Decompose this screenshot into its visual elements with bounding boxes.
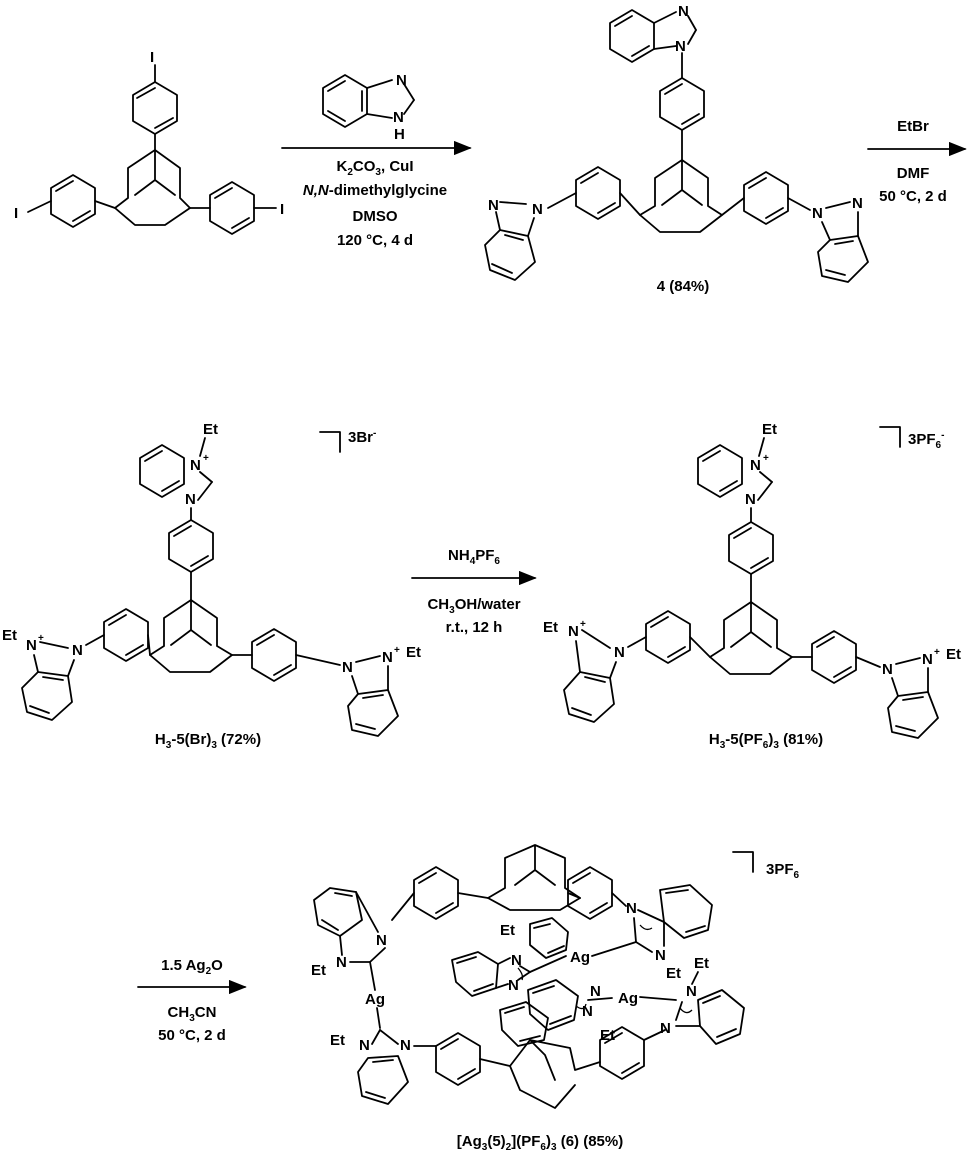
n-atom: N bbox=[626, 900, 637, 917]
n-atom: N bbox=[400, 1037, 411, 1054]
n-atom: N bbox=[745, 491, 756, 508]
n-atom: N bbox=[675, 38, 686, 55]
step1-reagent-line1: K2CO3, CuI bbox=[337, 158, 414, 178]
compound-h3-5-pf63-label: H3-5(PF6)3 (81%) bbox=[709, 731, 823, 751]
n-atom: N bbox=[336, 954, 347, 971]
h-atom: H bbox=[394, 126, 405, 143]
silver-atom-center-lower: Ag bbox=[618, 990, 638, 1007]
step1-reagent-line3: DMSO bbox=[353, 208, 398, 225]
step4-reagent-line2: 50 °C, 2 d bbox=[158, 1027, 226, 1044]
n-atom: N bbox=[508, 977, 519, 994]
plus-charge: + bbox=[763, 453, 769, 464]
plus-charge: + bbox=[203, 453, 209, 464]
n-atom: N bbox=[185, 491, 196, 508]
n-atom: N bbox=[376, 932, 387, 949]
n-atom: N bbox=[396, 72, 407, 89]
ethyl-group: Et bbox=[762, 421, 777, 438]
step1-reagent-line4: 120 °C, 4 d bbox=[337, 232, 413, 249]
n-atom: N bbox=[852, 195, 863, 212]
iodine-atom-right: I bbox=[280, 201, 284, 218]
n-atom: N bbox=[488, 197, 499, 214]
nh-atom: N bbox=[393, 109, 404, 126]
ethyl-group: Et bbox=[2, 627, 17, 644]
n-atom: N bbox=[532, 201, 543, 218]
ethyl-group: Et bbox=[600, 1027, 615, 1044]
silver-atom-center-upper: Ag bbox=[570, 949, 590, 966]
n-atom: N bbox=[26, 637, 37, 654]
n-atom: N bbox=[660, 1020, 671, 1037]
step4-reagent-top: 1.5 Ag2O bbox=[161, 957, 223, 977]
step3-reagent-line1: CH3OH/water bbox=[427, 596, 520, 616]
counterion-pf6: 3PF6 bbox=[766, 861, 800, 881]
bracket-pf6 bbox=[732, 851, 754, 873]
n-atom: N bbox=[812, 205, 823, 222]
step2-reagent-top: EtBr bbox=[897, 118, 929, 135]
ethyl-group: Et bbox=[330, 1032, 345, 1049]
compound-h3-5-pf63-structure: Et N + N N N + Et bbox=[543, 421, 961, 739]
n-atom: N bbox=[511, 952, 522, 969]
benzimidazole-reagent: N N H bbox=[322, 72, 415, 143]
compound-h3-5-br3-structure: Et N + N N N + Et bbox=[2, 421, 421, 737]
ethyl-group: Et bbox=[666, 965, 681, 982]
n-atom: N bbox=[922, 651, 933, 668]
step4-reagent-line1: CH3CN bbox=[168, 1004, 217, 1024]
iodine-atom-top: I bbox=[150, 49, 154, 66]
ethyl-group: Et bbox=[543, 619, 558, 636]
bracket-pf6-minus bbox=[879, 426, 901, 448]
counterion-pf6-minus: 3PF6- bbox=[908, 430, 944, 451]
n-atom: N bbox=[678, 3, 689, 20]
ethyl-group: Et bbox=[694, 955, 709, 972]
plus-charge: + bbox=[580, 619, 586, 630]
plus-charge: + bbox=[38, 633, 44, 644]
step2-reagent-line1: DMF bbox=[897, 165, 930, 182]
iodine-atom-left: I bbox=[14, 205, 18, 222]
compound-h3-5-br3-label: H3-5(Br)3 (72%) bbox=[155, 731, 261, 751]
compound-6-label: [Ag3(5)2](PF6)3 (6) (85%) bbox=[457, 1133, 623, 1153]
ethyl-group: Et bbox=[203, 421, 218, 438]
compound-4-structure: N N N N N N bbox=[484, 3, 869, 283]
bracket-br bbox=[319, 431, 341, 453]
ethyl-group: Et bbox=[311, 962, 326, 979]
n-atom: N bbox=[568, 623, 579, 640]
n-atom: N bbox=[750, 457, 761, 474]
n-atom: N bbox=[614, 644, 625, 661]
step2-reagent-line2: 50 °C, 2 d bbox=[879, 188, 947, 205]
n-atom: N bbox=[342, 659, 353, 676]
n-atom: N bbox=[359, 1037, 370, 1054]
n-atom: N bbox=[882, 661, 893, 678]
ethyl-group: Et bbox=[500, 922, 515, 939]
step1-reagent-line2: N,N-dimethylglycine bbox=[303, 182, 447, 199]
compound-4-label: 4 (84%) bbox=[657, 278, 710, 295]
n-atom: N bbox=[655, 947, 666, 964]
ethyl-group: Et bbox=[946, 646, 961, 663]
step3-reagent-line2: r.t., 12 h bbox=[446, 619, 503, 636]
n-atom: N bbox=[686, 983, 697, 1000]
n-atom: N bbox=[382, 649, 393, 666]
n-atom: N bbox=[590, 983, 601, 1000]
silver-atom-left: Ag bbox=[365, 991, 385, 1008]
plus-charge: + bbox=[394, 645, 400, 656]
ethyl-group: Et bbox=[406, 644, 421, 661]
plus-charge: + bbox=[934, 647, 940, 658]
step3-reagent-top: NH4PF6 bbox=[448, 547, 500, 567]
compound-6-structure: N N Et Ag Et N N N N bbox=[311, 844, 745, 1109]
counterion-br: 3Br- bbox=[348, 428, 376, 446]
n-atom: N bbox=[72, 642, 83, 659]
n-atom: N bbox=[190, 457, 201, 474]
starting-material-triiodo: I I I bbox=[14, 49, 284, 235]
n-atom: N bbox=[582, 1003, 593, 1020]
